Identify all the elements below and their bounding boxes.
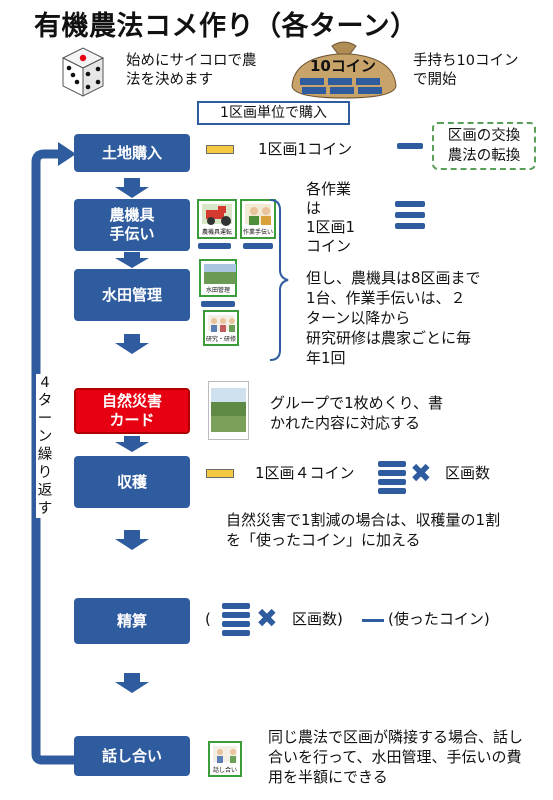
arrow-down-2: [115, 252, 149, 268]
gold-coin-icon: [206, 145, 234, 154]
coins-text-2: で開始: [413, 72, 457, 88]
work-cost-line-2: は: [306, 199, 322, 217]
coins-text-1: 手持ち10コイン: [413, 53, 519, 69]
multiply-icon: ✖: [410, 459, 432, 489]
card-paddy-label: 水田管理: [205, 287, 230, 294]
step-card-label: カード: [109, 411, 155, 429]
card-helper-label: 作業手伝い: [242, 229, 273, 236]
settle-paren-open: (: [205, 610, 211, 628]
disaster-card-image: [208, 381, 249, 440]
coin-icon: [395, 223, 425, 229]
card-paddy: 水田管理: [199, 259, 237, 297]
land-note-box: 区画の交換 農法の転換: [432, 122, 536, 170]
harvest-note-2: を「使ったコイン」に加える: [226, 531, 421, 549]
settle-plots: 区画数): [292, 610, 343, 628]
arrow-down-6: [115, 673, 149, 693]
coin-bag-label: 10コイン: [310, 57, 376, 75]
coin-icon: [222, 621, 250, 627]
work-cost-line-3: 1区画1: [306, 218, 356, 236]
arrow-down-3: [115, 334, 149, 354]
work-cost-line-1: 各作業: [306, 180, 352, 198]
coin-icon: [222, 630, 250, 636]
step-paddy-management: 水田管理: [74, 269, 190, 321]
tools-note: 但し、農機具は8区画まで 1台、作業手伝いは、２ ターン以降から 研究研修は農家…: [306, 268, 481, 368]
helpers-icon: [249, 207, 271, 225]
dice-icon: [61, 47, 105, 97]
land-cost: 1区画1コイン: [258, 140, 353, 158]
card-research: 研究・研修: [203, 310, 239, 346]
step-help-label: 手伝い: [109, 225, 155, 243]
step-tools-label: 農機具: [109, 206, 155, 224]
people-group-icon: [211, 318, 235, 332]
coin-icon: [378, 479, 406, 485]
harvest-cost: 1区画４コイン: [255, 464, 355, 482]
card-discussion-label: 話し合い: [212, 767, 237, 774]
multiply-icon: ✖: [256, 604, 278, 634]
gold-coin-icon: [206, 469, 234, 478]
step-tools-help: 農機具 手伝い: [74, 199, 190, 251]
coin-icon: [243, 243, 273, 249]
tractor-icon: [206, 206, 231, 226]
coin-icon: [222, 612, 250, 618]
disaster-note-1: グループで1枚めくり、書: [270, 394, 444, 412]
step-disaster-card: 自然災害 カード: [74, 388, 190, 434]
step-settlement: 精算: [74, 598, 190, 644]
paddy-field-icon: [204, 264, 236, 284]
settle-used: (使ったコイン): [388, 610, 490, 628]
card-research-label: 研究・研修: [205, 336, 236, 343]
coin-icon: [201, 301, 235, 307]
step-discussion: 話し合い: [74, 736, 190, 776]
land-note-1: 区画の交換: [447, 128, 521, 144]
land-note-2: 農法の転換: [447, 148, 521, 164]
coin-icon: [397, 143, 423, 149]
minus-icon: [362, 619, 384, 622]
arrow-down-1: [115, 178, 149, 198]
coin-icon: [378, 488, 406, 494]
coin-icon: [378, 461, 406, 467]
card-tractor-label: 農機具運転: [201, 229, 232, 236]
arrow-down-4: [115, 436, 149, 452]
tools-note-line-2: 1台、作業手伝いは、２: [306, 289, 466, 307]
card-tractor: 農機具運転: [197, 199, 237, 239]
disaster-note-2: かれた内容に対応する: [270, 414, 421, 432]
coin-icon: [395, 212, 425, 218]
discuss-note-1: 同じ農法で区画が隣接する場合、話し: [268, 728, 524, 746]
harvest-note-1: 自然災害で1割減の場合は、収穫量の1割: [226, 511, 501, 529]
coin-icon: [222, 603, 250, 609]
arrow-down-5: [115, 530, 149, 550]
tools-note-line-4: 研究研修は農家ごとに毎: [306, 329, 472, 347]
dice-text-1: 始めにサイコロで農: [126, 53, 257, 69]
harvest-plots: 区画数: [445, 464, 491, 482]
coin-bag-icon: [291, 41, 397, 99]
work-cost-line-4: コイン: [306, 237, 352, 255]
tools-note-line-1: 但し、農機具は8区画まで: [306, 269, 481, 287]
step-harvest: 収穫: [74, 456, 190, 508]
tools-note-line-3: ターン以降から: [306, 309, 411, 327]
card-discussion: 話し合い: [208, 741, 242, 777]
coin-icon: [198, 243, 231, 249]
discuss-note-3: 用を半額にできる: [268, 768, 388, 786]
dice-text-2: 法を決めます: [126, 72, 213, 88]
step-disaster-label: 自然災害: [101, 392, 162, 410]
tools-note-line-5: 年1回: [306, 349, 346, 367]
bracket-brace: [269, 199, 289, 361]
coin-icon: [395, 201, 425, 207]
card-helper: 作業手伝い: [240, 199, 276, 239]
step-land-purchase: 土地購入: [74, 134, 190, 172]
landscape-photo-icon: [211, 388, 246, 432]
purchase-unit-box: 1区画単位で購入: [197, 101, 350, 125]
loop-label: 4ターン繰り返す: [36, 374, 54, 518]
coin-icon: [378, 470, 406, 476]
work-cost: 各作業 は 1区画1 コイン: [306, 180, 355, 256]
page-title: 有機農法コメ作り（各ターン）: [34, 11, 418, 42]
discussion-icon: [217, 749, 236, 763]
discuss-note-2: 合いを行って、水田管理、手伝いの費: [268, 748, 522, 766]
